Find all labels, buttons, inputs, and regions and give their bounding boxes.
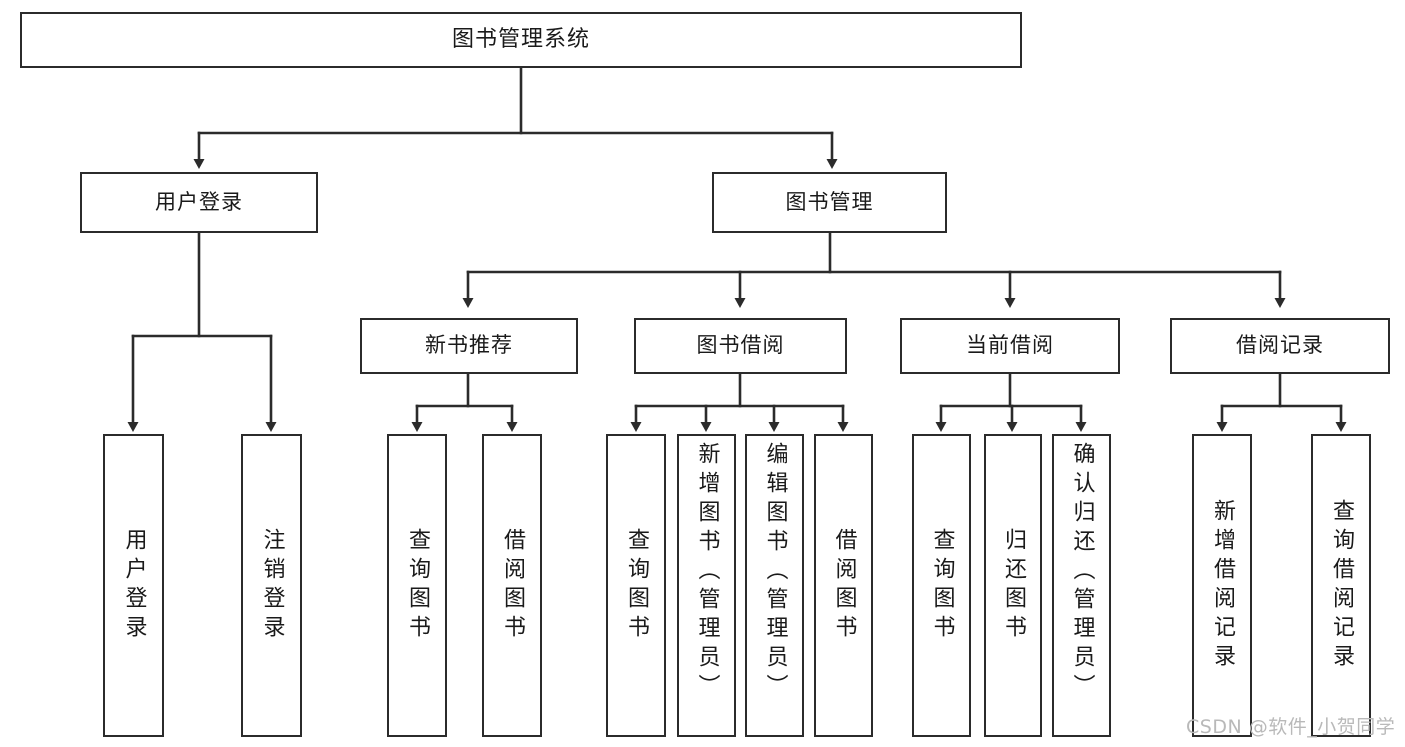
node-leaf-query-record[interactable]: 查询借阅记录 [1311,434,1371,737]
node-leaf-logout-login[interactable]: 注销登录 [241,434,302,737]
node-leaf-add-book[interactable]: 新增图书（管理员） [677,434,736,737]
node-label: 图书管理 [785,189,874,214]
node-label: 借阅记录 [1236,333,1324,358]
node-label: 注销登录 [259,527,285,644]
node-label: 查询图书 [405,527,430,644]
node-label: 新书推荐 [425,333,513,358]
node-leaf-edit-book[interactable]: 编辑图书（管理员） [745,434,804,737]
node-leaf-query-book-3[interactable]: 查询图书 [912,434,971,737]
node-label: 新增借阅记录 [1210,498,1235,673]
node-label: 编辑图书（管理员） [762,442,788,703]
node-label: 图书管理系统 [451,26,590,52]
node-label: 确认归还（管理员） [1069,442,1095,703]
node-label: 当前借阅 [966,333,1054,358]
node-current-borrow[interactable]: 当前借阅 [900,318,1120,374]
node-label: 借阅图书 [831,527,857,644]
node-borrow-record[interactable]: 借阅记录 [1170,318,1390,374]
node-label: 新增图书（管理员） [694,442,720,703]
node-leaf-confirm-return[interactable]: 确认归还（管理员） [1052,434,1111,737]
node-label: 查询图书 [929,527,955,644]
node-book-borrow[interactable]: 图书借阅 [634,318,847,374]
node-label: 查询借阅记录 [1329,498,1354,673]
node-leaf-user-login[interactable]: 用户登录 [103,434,164,737]
node-label: 查询图书 [624,527,649,644]
node-root-book-management-system[interactable]: 图书管理系统 [20,12,1022,68]
node-label: 归还图书 [1001,527,1026,644]
node-label: 用户登录 [155,189,243,214]
node-leaf-borrow-book-2[interactable]: 借阅图书 [814,434,873,737]
node-leaf-borrow-book-1[interactable]: 借阅图书 [482,434,542,737]
node-label: 图书借阅 [696,333,785,358]
node-leaf-add-record[interactable]: 新增借阅记录 [1192,434,1252,737]
node-leaf-return-book[interactable]: 归还图书 [984,434,1042,737]
node-book-management[interactable]: 图书管理 [712,172,947,233]
node-leaf-query-book-2[interactable]: 查询图书 [606,434,666,737]
node-leaf-query-book-1[interactable]: 查询图书 [387,434,447,737]
node-label: 借阅图书 [500,527,525,644]
node-new-book-recommend[interactable]: 新书推荐 [360,318,578,374]
csdn-watermark: CSDN @软件_小贺同学 [1186,716,1396,738]
node-label: 用户登录 [121,527,147,644]
node-user-login[interactable]: 用户登录 [80,172,318,233]
